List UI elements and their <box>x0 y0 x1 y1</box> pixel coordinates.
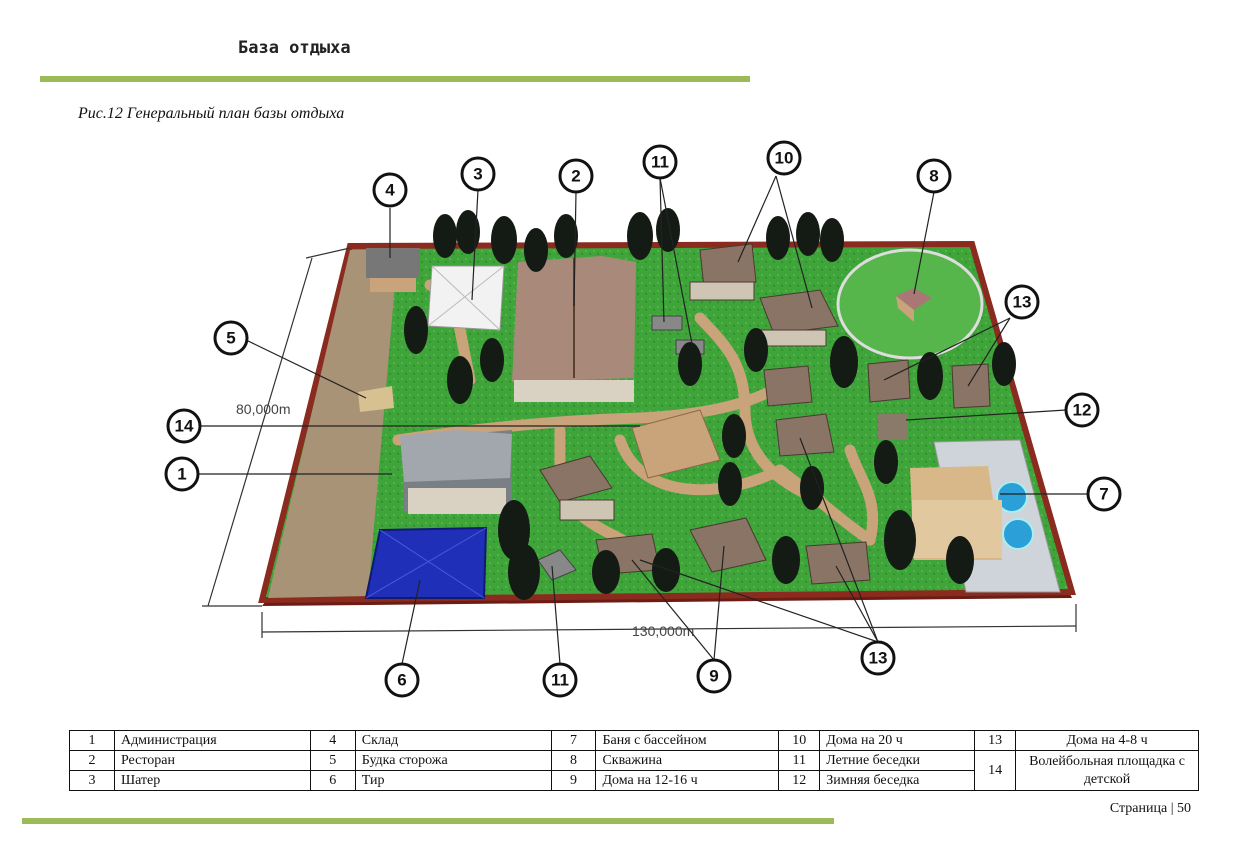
legend-num: 2 <box>69 750 115 771</box>
dimension-width-label: 130,000m <box>632 623 694 639</box>
svg-text:1: 1 <box>177 465 186 484</box>
legend-row: 3 Шатер 6 Тир 9 Дома на 12-16 ч 12 Зимня… <box>69 770 1199 791</box>
footer-rule <box>22 818 834 824</box>
pool-2 <box>1002 518 1034 550</box>
callout-6: 6 <box>384 662 420 698</box>
svg-text:14: 14 <box>175 417 194 436</box>
legend-num: 3 <box>69 770 115 791</box>
svg-text:3: 3 <box>473 165 482 184</box>
pool-1 <box>996 481 1028 513</box>
legend-row: 1 Администрация 4 Склад 7 Баня с бассейн… <box>69 730 1199 751</box>
callout-13-bottom: 13 <box>860 640 896 676</box>
callout-9: 9 <box>696 658 732 694</box>
legend-label: Шатер <box>113 770 311 791</box>
legend-label: Будка сторожа <box>354 750 552 771</box>
callout-10: 10 <box>766 140 802 176</box>
callout-8: 8 <box>916 158 952 194</box>
legend-label: Дома на 20 ч <box>819 730 976 751</box>
volleyball-court <box>631 409 721 479</box>
svg-text:9: 9 <box>709 667 718 686</box>
callout-12: 12 <box>1064 392 1100 428</box>
callout-11-top: 11 <box>642 144 678 180</box>
legend-label: Волейбольная площадка с детской <box>1015 750 1199 791</box>
svg-text:4: 4 <box>385 181 395 200</box>
page-number: Страница | 50 <box>1109 801 1191 816</box>
site-plan: 80,000m 130,000m 1 2 3 4 5 6 7 8 <box>164 140 1122 698</box>
callout-4: 4 <box>372 172 408 208</box>
legend-label: Скважина <box>595 750 780 771</box>
building-administration <box>400 430 512 514</box>
svg-text:5: 5 <box>226 329 235 348</box>
svg-text:8: 8 <box>929 167 938 186</box>
callout-1: 1 <box>164 456 200 492</box>
legend-num: 9 <box>550 770 597 791</box>
legend-row: 2 Ресторан 5 Будка сторожа 8 Скважина 11… <box>69 750 1199 791</box>
legend-label: Ресторан <box>113 750 311 771</box>
dimension-depth-label: 80,000m <box>236 401 290 417</box>
callout-2: 2 <box>558 158 594 194</box>
legend-label: Летние беседки <box>819 750 976 771</box>
figure-caption: Рис.12 Генеральный план базы отдыха <box>78 105 345 122</box>
legend-num: 1 <box>69 730 115 751</box>
legend-num: 7 <box>550 730 597 751</box>
legend-num: 13 <box>974 730 1017 751</box>
summer-gazebos <box>537 315 705 581</box>
legend-num: 5 <box>309 750 356 771</box>
svg-text:13: 13 <box>869 649 888 668</box>
callout-11-bottom: 11 <box>542 662 578 698</box>
callout-7: 7 <box>1086 476 1122 512</box>
legend-num: 10 <box>778 730 821 751</box>
building-tent <box>427 265 505 331</box>
building-warehouse <box>366 248 420 292</box>
legend-label: Администрация <box>113 730 311 751</box>
legend-num: 14 <box>974 750 1017 791</box>
legend-label: Зимняя беседка <box>819 770 976 791</box>
trees <box>404 208 1016 600</box>
svg-text:7: 7 <box>1099 485 1108 504</box>
legend-label: Тир <box>354 770 552 791</box>
svg-text:2: 2 <box>571 167 580 186</box>
svg-text:11: 11 <box>651 153 669 172</box>
header-title: База отдыха <box>238 38 351 58</box>
callout-3: 3 <box>460 156 496 192</box>
dimension-width: 130,000m <box>261 604 1077 639</box>
legend-num: 6 <box>309 770 356 791</box>
callout-13-right: 13 <box>1004 284 1040 320</box>
legend-label: Баня с бассейном <box>595 730 780 751</box>
svg-text:12: 12 <box>1073 401 1092 420</box>
dimension-depth: 80,000m <box>202 247 351 607</box>
legend-num: 12 <box>778 770 821 791</box>
svg-text:6: 6 <box>397 671 406 690</box>
legend-num: 4 <box>309 730 356 751</box>
houses <box>539 243 991 585</box>
legend-label: Склад <box>354 730 552 751</box>
building-guard-booth <box>358 386 394 412</box>
svg-text:10: 10 <box>775 149 794 168</box>
svg-text:11: 11 <box>551 671 569 690</box>
svg-text:13: 13 <box>1013 293 1032 312</box>
header-rule <box>40 76 750 82</box>
legend-label: Дома на 12-16 ч <box>595 770 780 791</box>
legend-num: 8 <box>550 750 597 771</box>
well-field <box>836 248 984 360</box>
legend-table: 1 Администрация 4 Склад 7 Баня с бассейн… <box>69 730 1199 791</box>
building-shooting-range <box>364 526 488 599</box>
legend-num: 11 <box>778 750 821 771</box>
legend-label: Дома на 4-8 ч <box>1015 730 1199 751</box>
building-winter-gazebo <box>878 414 908 440</box>
leader-lines <box>198 175 1088 665</box>
callout-14: 14 <box>166 408 202 444</box>
access-road <box>268 250 398 598</box>
callout-5: 5 <box>213 320 249 356</box>
